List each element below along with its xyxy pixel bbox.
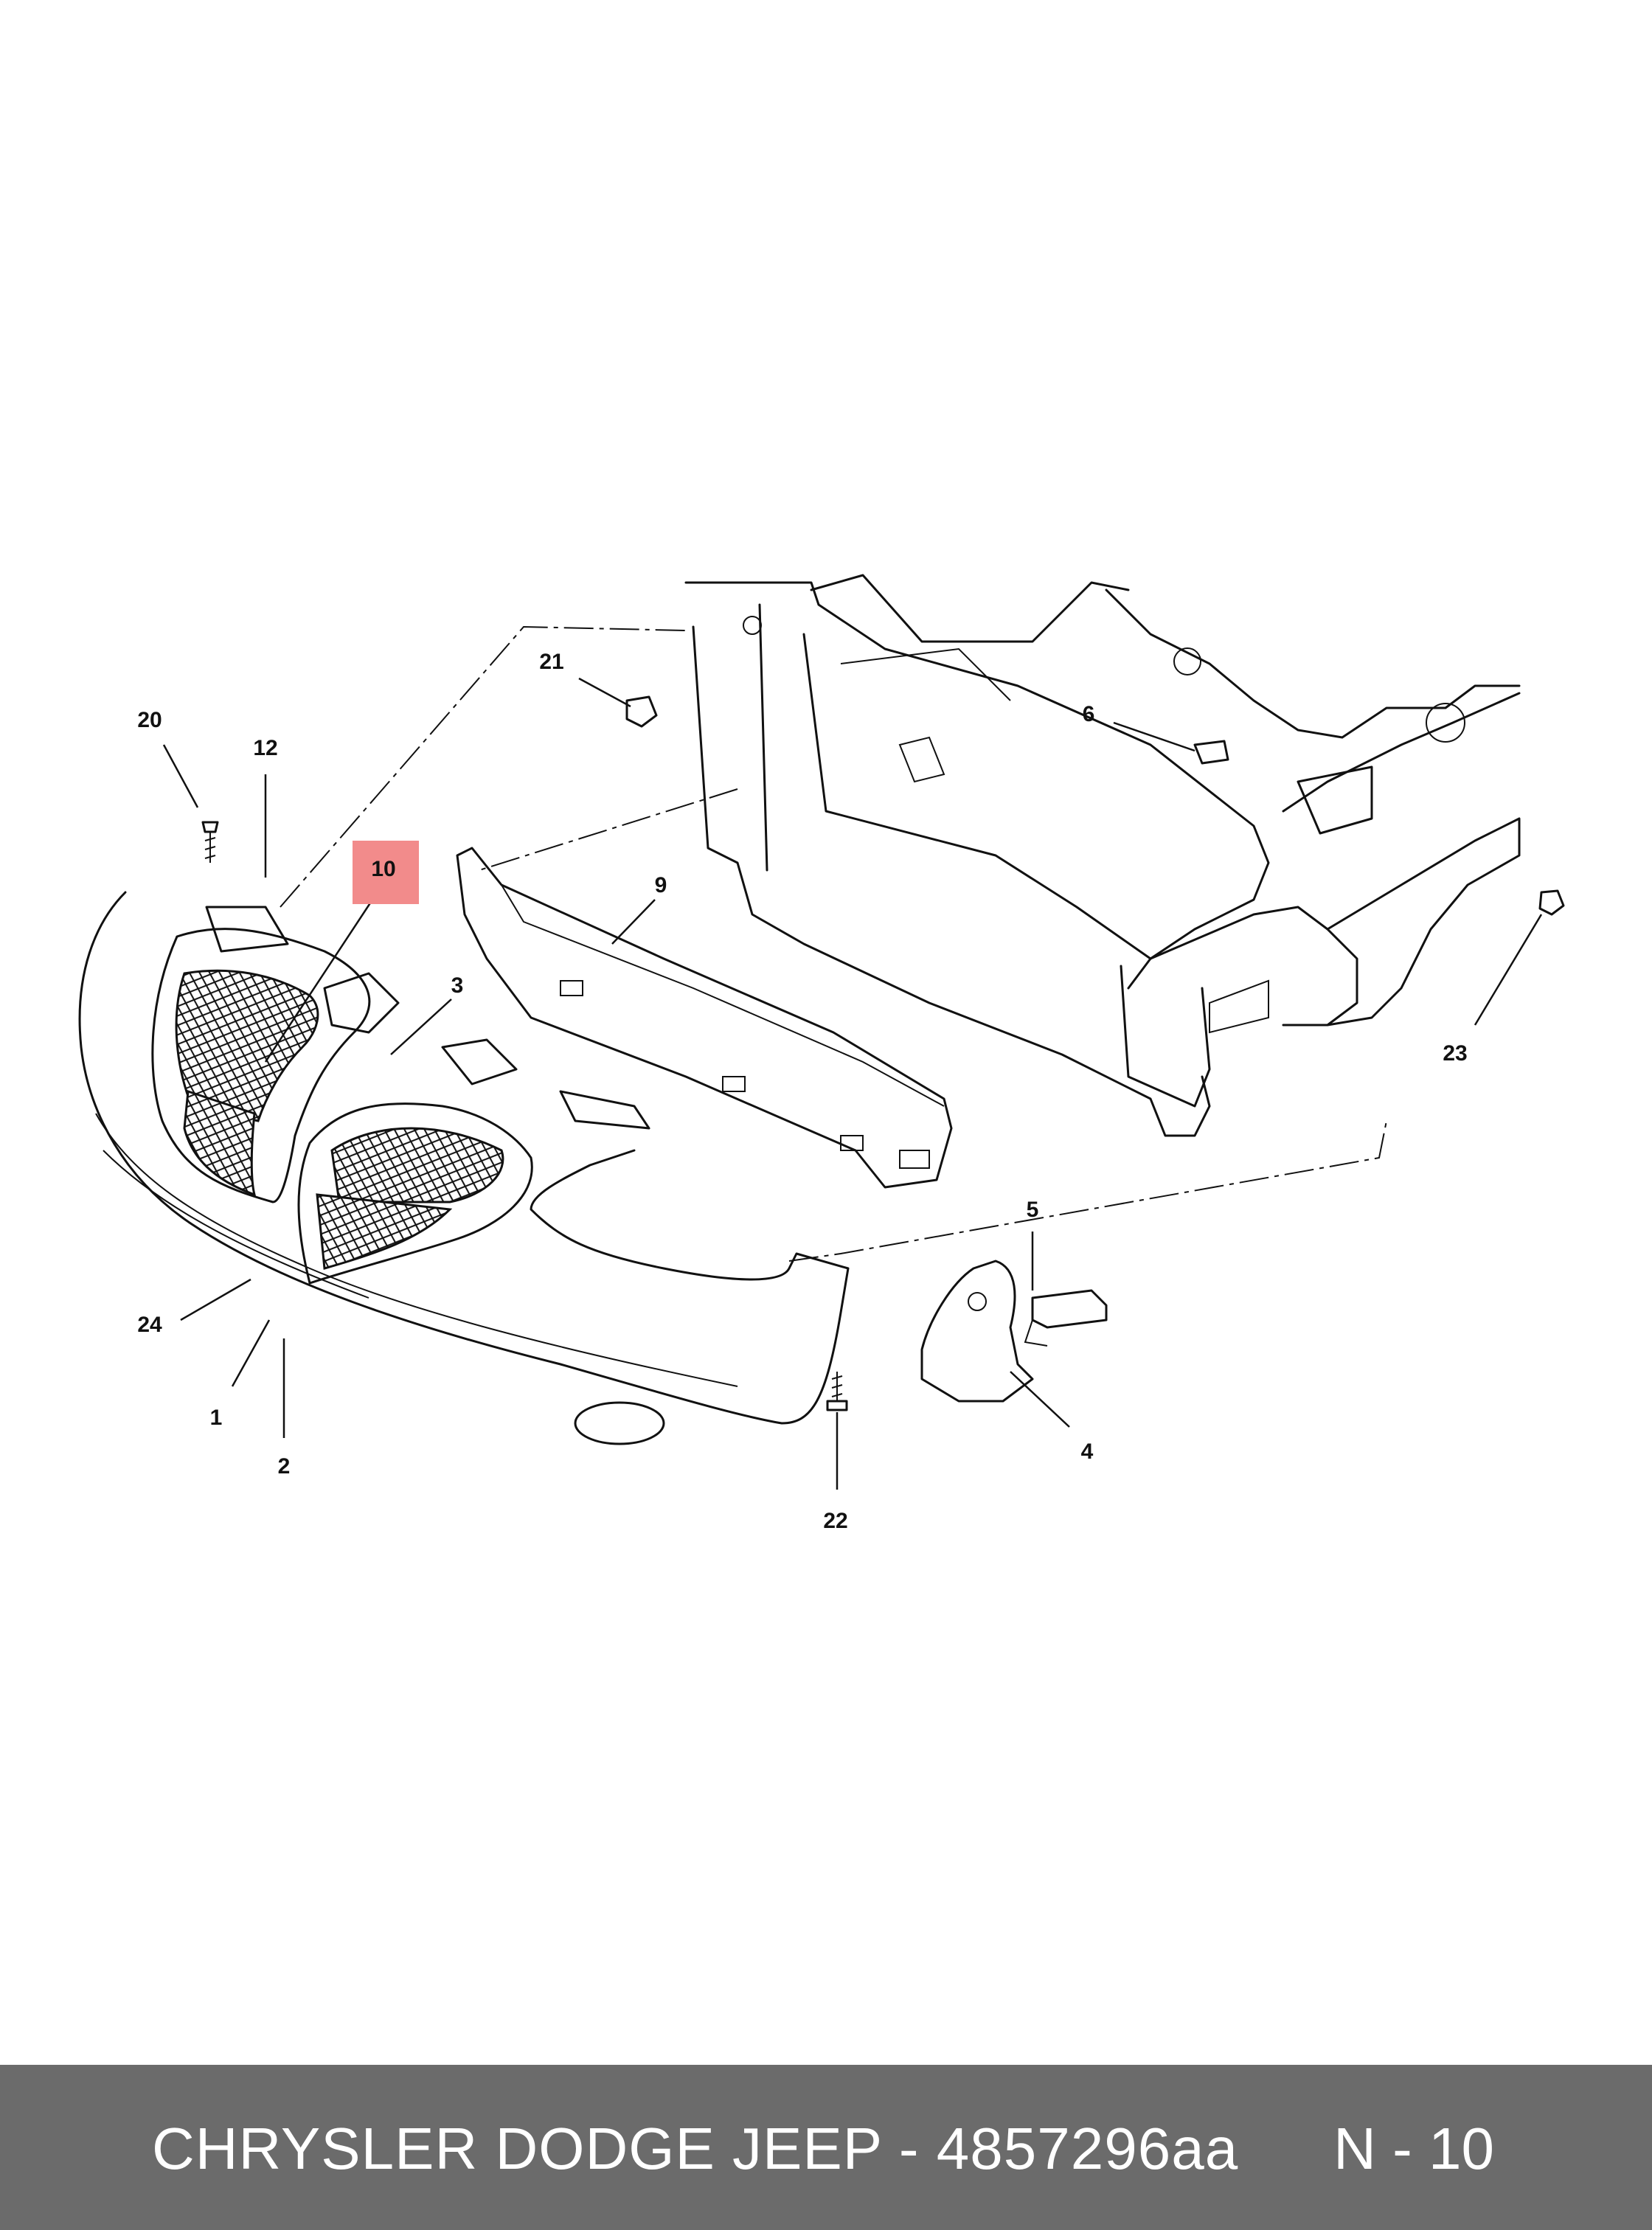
footer-bar: CHRYSLER DODGE JEEP - 4857296aa N - 10 [0, 2065, 1652, 2230]
callout-9: 9 [655, 873, 667, 897]
part-title: CHRYSLER DODGE JEEP - 4857296aa [152, 2116, 1239, 2181]
radiator-support-frame [684, 574, 1521, 1137]
callout-3: 3 [451, 973, 464, 998]
callout-24: 24 [137, 1313, 162, 1337]
callout-4: 4 [1081, 1439, 1094, 1464]
clip-6 [1193, 740, 1229, 765]
callout-labels: 20 12 10 3 21 9 6 23 5 24 1 2 4 22 [137, 650, 1467, 1533]
bracket-4 [920, 1260, 1034, 1403]
grille-assembly [151, 906, 650, 1285]
bumper-beam [456, 847, 953, 1189]
callout-1: 1 [210, 1406, 223, 1430]
callout-23: 23 [1443, 1041, 1467, 1066]
callout-6: 6 [1083, 702, 1095, 726]
callout-12: 12 [253, 736, 277, 760]
callout-2: 2 [278, 1454, 291, 1479]
callout-leaders [162, 677, 1543, 1490]
screw-20 [201, 821, 219, 863]
callout-22: 22 [823, 1509, 847, 1533]
bolt-22 [826, 1372, 848, 1411]
parts-diagram: 20 12 10 3 21 9 6 23 5 24 1 2 4 22 [78, 574, 1565, 1533]
callout-10: 10 [371, 857, 395, 881]
callout-5: 5 [1027, 1198, 1039, 1222]
assembly-leaders [280, 625, 1387, 1262]
callout-21: 21 [539, 650, 563, 674]
callout-10-highlight [353, 841, 419, 904]
fender-panel [1326, 817, 1521, 1027]
page-code: N - 10 [1333, 2116, 1494, 2181]
bracket-5 [1024, 1289, 1108, 1347]
callout-20: 20 [137, 708, 162, 732]
nut-23 [1538, 889, 1565, 916]
clip-21 [625, 695, 658, 728]
